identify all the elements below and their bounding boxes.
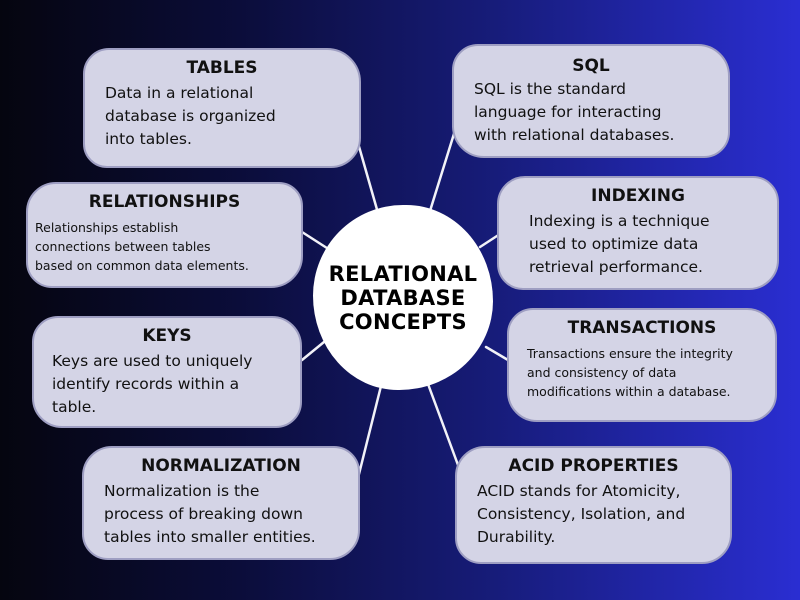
node-description: Normalization is the process of breaking… [84, 476, 358, 549]
node-acid-properties: ACID PROPERTIES ACID stands for Atomicit… [455, 446, 732, 564]
description-line: table. [52, 398, 97, 416]
description-line: tables into smaller entities. [104, 528, 316, 546]
description-line: based on common data elements. [35, 258, 249, 273]
description-line: connections between tables [35, 239, 211, 254]
connector-transactions [484, 345, 510, 362]
node-title: TRANSACTIONS [567, 318, 717, 338]
connector-keys [300, 340, 326, 362]
node-description: Indexing is a technique used to optimize… [499, 206, 777, 279]
node-normalization: NORMALIZATION Normalization is the proce… [82, 446, 360, 560]
description-line: modifications within a database. [527, 384, 731, 399]
description-line: Keys are used to uniquely [52, 352, 253, 370]
node-description: Transactions ensure the integrity and co… [509, 338, 775, 401]
connector-indexing [478, 232, 502, 249]
node-keys: KEYS Keys are used to uniquely identify … [32, 316, 302, 428]
node-indexing: INDEXING Indexing is a technique used to… [497, 176, 779, 290]
node-title: SQL [572, 56, 610, 76]
description-line: Transactions ensure the integrity [527, 346, 733, 361]
node-title: TABLES [186, 58, 258, 78]
description-line: Relationships establish [35, 220, 179, 235]
description-line: Durability. [477, 528, 556, 546]
node-description: Relationships establish connections betw… [28, 212, 301, 275]
description-line: Normalization is the [104, 482, 260, 500]
connector-relationships [300, 230, 332, 252]
description-line: Consistency, Isolation, and [477, 505, 686, 523]
node-title: RELATIONSHIPS [88, 192, 241, 212]
node-description: Data in a relational database is organiz… [85, 78, 359, 151]
node-title: INDEXING [591, 186, 685, 206]
description-line: language for interacting [474, 103, 662, 121]
node-description: Keys are used to uniquely identify recor… [34, 346, 300, 419]
node-description: SQL is the standard language for interac… [454, 76, 728, 147]
node-description: ACID stands for Atomicity, Consistency, … [457, 476, 730, 549]
description-line: into tables. [105, 130, 192, 148]
central-node: RELATIONAL DATABASE CONCEPTS [313, 205, 493, 390]
central-title: RELATIONAL DATABASE CONCEPTS [328, 261, 478, 334]
description-line: SQL is the standard [474, 80, 627, 98]
description-line: database is organized [105, 107, 276, 125]
node-relationships: RELATIONSHIPS Relationships establish co… [26, 182, 303, 288]
node-title: ACID PROPERTIES [508, 456, 679, 476]
node-title: NORMALIZATION [141, 456, 301, 476]
description-line: Data in a relational [105, 84, 254, 102]
description-line: identify records within a [52, 375, 240, 393]
description-line: with relational databases. [474, 126, 675, 144]
description-line: Indexing is a technique [529, 212, 710, 230]
node-transactions: TRANSACTIONS Transactions ensure the int… [507, 308, 777, 422]
description-line: retrieval performance. [529, 258, 703, 276]
node-sql: SQL SQL is the standard language for int… [452, 44, 730, 158]
description-line: ACID stands for Atomicity, [477, 482, 681, 500]
node-tables: TABLES Data in a relational database is … [83, 48, 361, 168]
description-line: and consistency of data [527, 365, 677, 380]
description-line: used to optimize data [529, 235, 699, 253]
node-title: KEYS [142, 326, 192, 346]
description-line: process of breaking down [104, 505, 303, 523]
